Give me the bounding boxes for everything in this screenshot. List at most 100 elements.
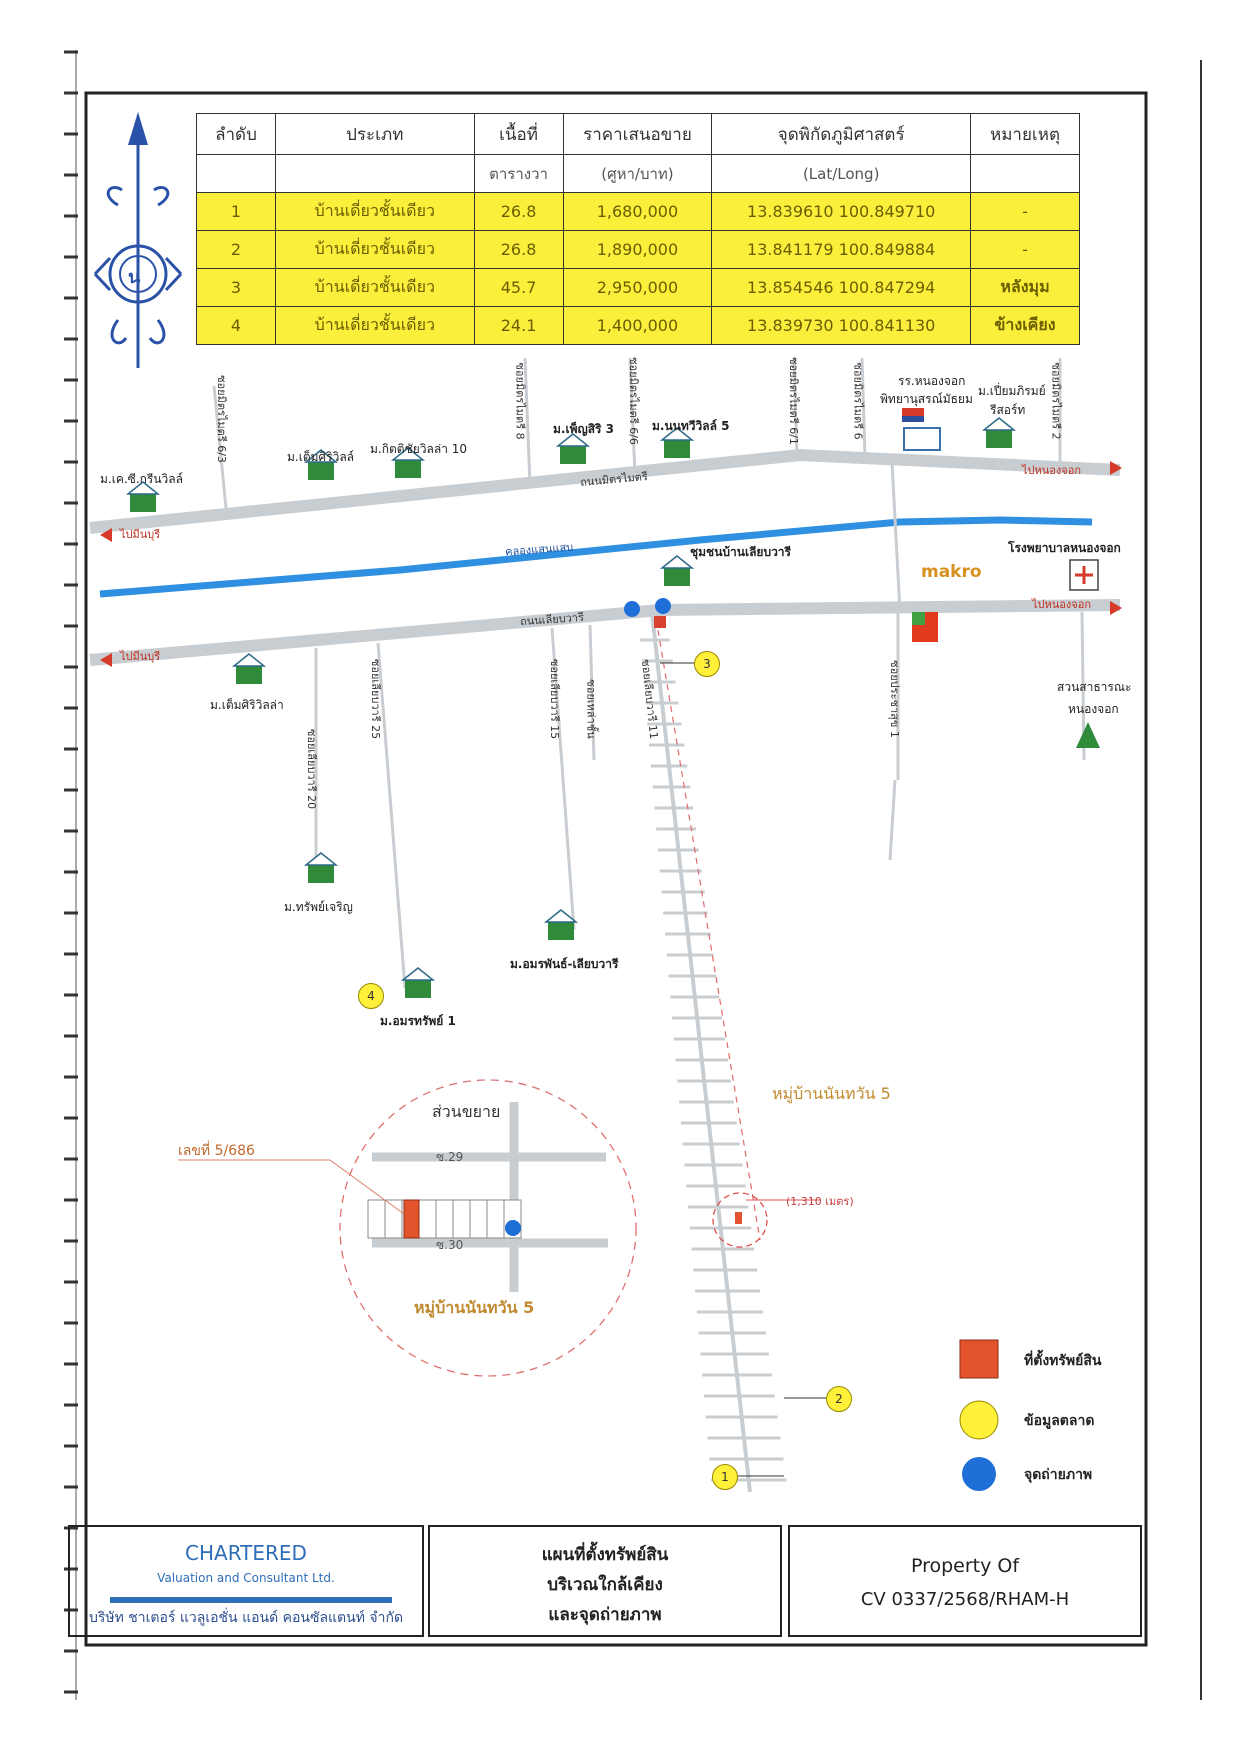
road-liapwari bbox=[89, 599, 1121, 666]
cell-area: 45.7 bbox=[473, 268, 564, 307]
house-icon bbox=[308, 865, 334, 883]
road-to-nongchok-upper: ไปหนองจอก bbox=[1022, 464, 1081, 477]
road-to-minburi-lower: ไปมีนบุรี bbox=[120, 650, 161, 663]
cell-coord: 13.839730 100.841130 bbox=[711, 306, 972, 345]
house-icon-roof bbox=[659, 427, 695, 441]
binding-ticks bbox=[64, 50, 78, 1694]
inset-lot bbox=[367, 1199, 386, 1239]
photo-point-2 bbox=[655, 598, 671, 614]
house-icon bbox=[308, 462, 334, 480]
compass-rose bbox=[93, 112, 183, 368]
inset-lot bbox=[435, 1199, 454, 1239]
house-icon bbox=[664, 440, 690, 458]
place-nanthawan-5: หมู่บ้านนันทวัน 5 bbox=[772, 1084, 891, 1103]
subheader-cell: (ศูหา/บาท) bbox=[562, 154, 713, 193]
footer-title-box: แผนที่ตั้งทรัพย์สิน บริเวณใกล้เคียง และจ… bbox=[428, 1525, 782, 1637]
cell-price: 1,680,000 bbox=[562, 192, 713, 231]
house-icon-roof bbox=[231, 653, 267, 667]
footer-title-line1: แผนที่ตั้งทรัพย์สิน bbox=[541, 1545, 669, 1565]
cell-note: - bbox=[970, 230, 1080, 269]
cell-no: 2 bbox=[196, 230, 276, 269]
table-row: 4 บ้านเดี่ยวชั้นเดียว 24.1 1,400,000 13.… bbox=[196, 306, 1080, 345]
house-icon-roof bbox=[125, 481, 161, 495]
road-to-minburi-upper: ไปมีนบุรี bbox=[120, 528, 161, 541]
market-marker-2: 2 bbox=[826, 1386, 852, 1412]
soi-label-laochan: ซอยเหล่าชั้น bbox=[584, 679, 598, 739]
inset-lot bbox=[384, 1199, 403, 1239]
route-dashed bbox=[657, 629, 761, 1241]
inset-title: ส่วนขยาย bbox=[432, 1102, 501, 1121]
place-park-line2: หนองจอก bbox=[1068, 702, 1119, 716]
place-amornsap-1: ม.อมรทรัพย์ 1 bbox=[380, 1014, 456, 1028]
footer-title-line2: บริเวณใกล้เคียง bbox=[547, 1575, 663, 1595]
legend-photo-label: จุดถ่ายภาพ bbox=[1024, 1467, 1093, 1483]
footer-property-line1: Property Of bbox=[910, 1555, 1020, 1577]
cell-no: 1 bbox=[196, 192, 276, 231]
house-icon bbox=[548, 922, 574, 940]
house-icons bbox=[125, 417, 1017, 998]
place-makro: makro bbox=[921, 562, 982, 582]
soi-label-mitr-6-6: ซอยมิตรไมตรี 6/6 bbox=[626, 357, 640, 445]
place-sapcharoen: ม.ทรัพย์เจริญ bbox=[284, 900, 353, 914]
soi-label-mitr-6-1: ซอยมิตรไมตรี 6/1 bbox=[786, 357, 800, 445]
house-icon bbox=[986, 430, 1012, 448]
cell-type: บ้านเดี่ยวชั้นเดียว bbox=[274, 306, 475, 345]
inset-caption: หมู่บ้านนันทวัน 5 bbox=[414, 1298, 535, 1317]
place-park-line1: สวนสาธารณะ bbox=[1057, 680, 1132, 694]
house-icon-roof bbox=[659, 555, 695, 569]
cell-area: 26.8 bbox=[473, 230, 564, 269]
legend-property-swatch bbox=[959, 1339, 999, 1379]
place-school-line2: พิทยานุสรณ์มัธยม bbox=[880, 392, 973, 406]
footer-company-en-sub: Valuation and Consultant Ltd. bbox=[157, 1571, 335, 1585]
cell-no: 3 bbox=[196, 268, 276, 307]
direction-arrows bbox=[100, 461, 1122, 667]
property-shop-icon bbox=[654, 616, 666, 628]
property-locator-circle bbox=[712, 1192, 768, 1248]
house-icon bbox=[405, 980, 431, 998]
house-icon-roof bbox=[303, 852, 339, 866]
cell-price: 1,400,000 bbox=[562, 306, 713, 345]
inset-lot bbox=[486, 1199, 505, 1239]
soi-label-mitr-8: ซอยมิตรไมตรี 8 bbox=[513, 362, 527, 440]
legend-market-label: ข้อมูลตลาด bbox=[1024, 1413, 1095, 1429]
legend-market-swatch bbox=[959, 1400, 999, 1440]
place-temsiri-villa-2: ม.เต็มศิริวิลล่า bbox=[210, 698, 284, 712]
house-icon bbox=[130, 494, 156, 512]
cell-coord: 13.854546 100.847294 bbox=[711, 268, 972, 307]
footer-company-en: CHARTERED bbox=[185, 1541, 307, 1565]
cell-type: บ้านเดี่ยวชั้นเดียว bbox=[274, 192, 475, 231]
market-marker-3: 3 bbox=[694, 651, 720, 677]
house-icon bbox=[236, 666, 262, 684]
place-amornphan: ม.อมรพันธ์-เลียบวารี bbox=[510, 957, 619, 971]
subheader-cell bbox=[970, 154, 1080, 193]
canal-line bbox=[99, 516, 1093, 598]
property-locator-marker bbox=[735, 1212, 742, 1224]
subheader-cell: ตารางวา bbox=[473, 154, 564, 193]
inset-photo-point bbox=[505, 1220, 521, 1236]
inset-soi-30: ซ.30 bbox=[436, 1238, 464, 1252]
place-temsiri-villa: ม.เต็มศิริวิลล์ bbox=[287, 450, 355, 464]
table-row: 1 บ้านเดี่ยวชั้นเดียว 26.8 1,680,000 13.… bbox=[196, 192, 1080, 231]
inset-lot bbox=[418, 1199, 437, 1239]
cell-type: บ้านเดี่ยวชั้นเดียว bbox=[274, 268, 475, 307]
header-cell: ราคาเสนอขาย bbox=[562, 113, 713, 155]
house-icon-roof bbox=[981, 417, 1017, 431]
house-icon-roof bbox=[390, 447, 426, 461]
footer-property-line2: CV 0337/2568/RHAM-H bbox=[860, 1589, 1070, 1610]
soi-liapwari-11 bbox=[650, 612, 752, 1493]
cell-note: หลังมุม bbox=[970, 268, 1080, 307]
place-hospital: โรงพยาบาลหนองจอก bbox=[1008, 541, 1121, 555]
soi-label-mitr-6: ซอยมิตรไมตรี 6 bbox=[851, 362, 865, 440]
place-pian-line2: รีสอร์ท bbox=[990, 403, 1026, 417]
distance-label: (1,310 เมตร) bbox=[786, 1195, 854, 1208]
road-to-nongchok-lower: ไปหนองจอก bbox=[1032, 598, 1091, 611]
compass-letter: น bbox=[128, 267, 141, 288]
inset-soi-29: ซ.29 bbox=[436, 1150, 464, 1164]
subheader-cell: (Lat/Long) bbox=[711, 154, 972, 193]
inset-circle bbox=[339, 1079, 637, 1377]
table-row: 2 บ้านเดี่ยวชั้นเดียว 26.8 1,890,000 13.… bbox=[196, 230, 1080, 269]
cell-coord: 13.839610 100.849710 bbox=[711, 192, 972, 231]
header-cell: ลำดับ bbox=[196, 113, 276, 155]
header-cell: หมายเหตุ bbox=[970, 113, 1080, 155]
place-kc-greenville: ม.เค.ซี.กรีนวิลล์ bbox=[100, 472, 183, 486]
